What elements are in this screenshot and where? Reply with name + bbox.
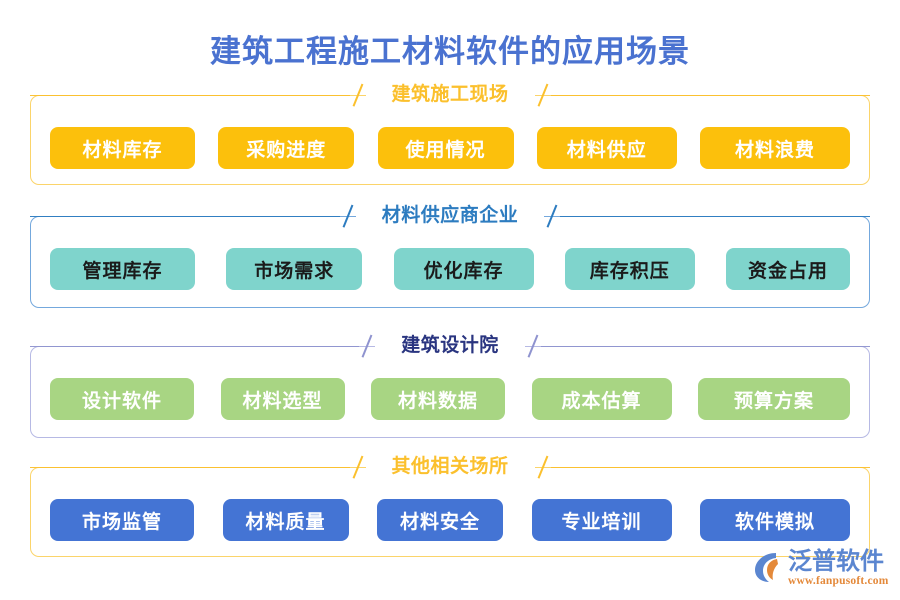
chip-item[interactable]: 预算方案	[698, 378, 850, 420]
chip-item[interactable]: 设计软件	[50, 378, 194, 420]
chip-item[interactable]: 采购进度	[218, 127, 355, 169]
chip-item[interactable]: 材料供应	[536, 127, 677, 169]
chip-item[interactable]: 材料选型	[220, 378, 345, 420]
chip-item[interactable]: 专业培训	[531, 499, 672, 541]
chip-row-other-venues: 市场监管 材料质量 材料安全 专业培训 软件模拟	[50, 499, 850, 541]
page-title: 建筑工程施工材料软件的应用场景	[210, 34, 690, 69]
chip-item[interactable]: 材料质量	[222, 499, 349, 541]
chip-item[interactable]: 库存积压	[564, 248, 695, 290]
logo-company-name: 泛普软件	[788, 549, 884, 575]
fanpu-swoosh-icon	[752, 550, 786, 584]
chip-item[interactable]: 使用情况	[377, 127, 514, 169]
chip-item[interactable]: 材料库存	[50, 127, 195, 169]
chip-item[interactable]: 材料数据	[371, 378, 505, 420]
brand-logo: 泛普软件 www.fanpusoft.com	[752, 549, 900, 593]
chip-item[interactable]: 资金占用	[726, 248, 850, 290]
chip-row-construction-site: 材料库存 采购进度 使用情况 材料供应 材料浪费	[50, 127, 850, 169]
chip-item[interactable]: 成本估算	[531, 378, 672, 420]
chip-item[interactable]: 材料浪费	[700, 127, 850, 169]
chip-row-design-institute: 设计软件 材料选型 材料数据 成本估算 预算方案	[50, 378, 850, 420]
logo-text-block: 泛普软件 www.fanpusoft.com	[788, 549, 889, 588]
chip-item[interactable]: 市场监管	[50, 499, 194, 541]
chip-item[interactable]: 优化库存	[393, 248, 534, 290]
chip-row-material-supplier: 管理库存 市场需求 优化库存 库存积压 资金占用	[50, 248, 850, 290]
chip-item[interactable]: 材料安全	[377, 499, 503, 541]
chip-item[interactable]: 软件模拟	[700, 499, 850, 541]
logo-website-url: www.fanpusoft.com	[788, 575, 889, 587]
chip-item[interactable]: 市场需求	[226, 248, 363, 290]
chip-item[interactable]: 管理库存	[50, 248, 195, 290]
